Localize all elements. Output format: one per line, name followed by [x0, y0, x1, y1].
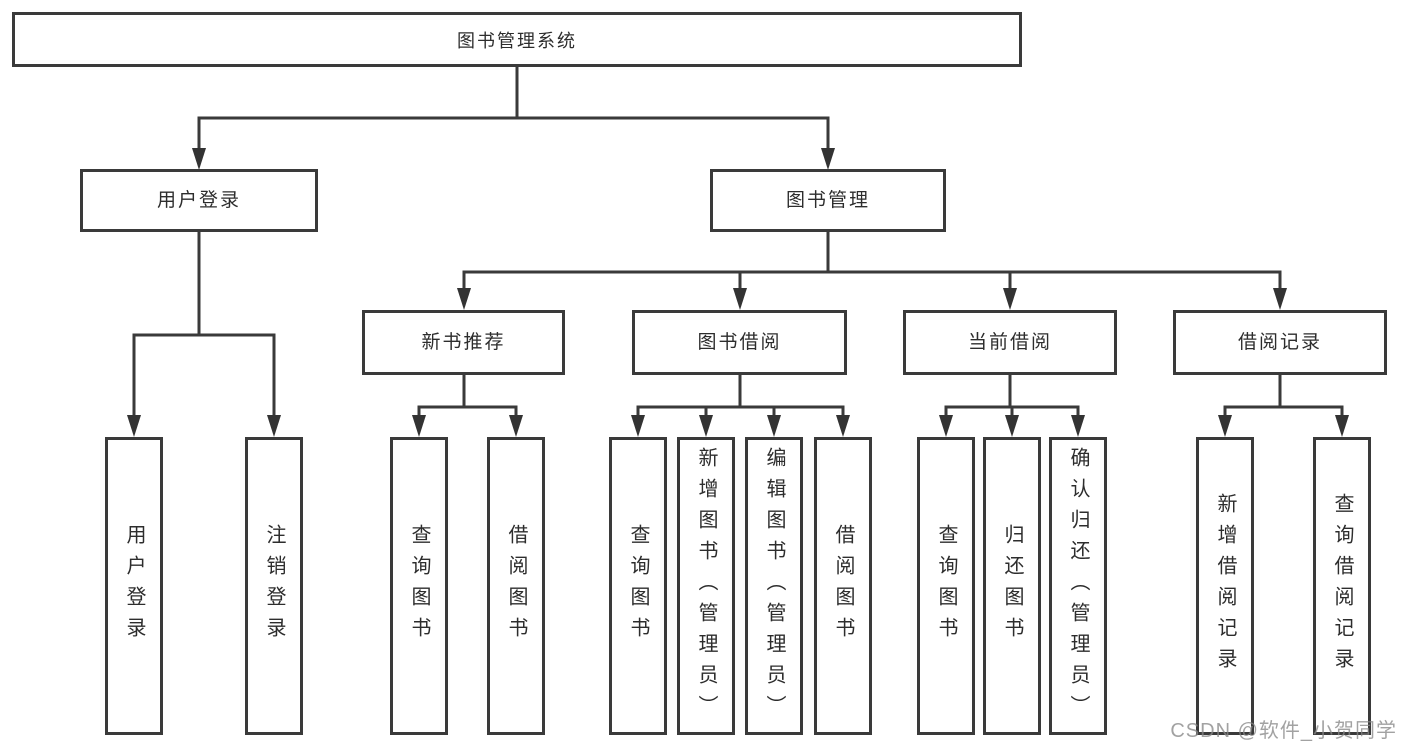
arrowhead-icon	[1003, 288, 1017, 310]
leaf-query-books-recommend: 查询图书	[390, 437, 448, 735]
arrowhead-icon	[1005, 415, 1019, 437]
arrowhead-icon	[939, 415, 953, 437]
node-new-book-recommend: 新书推荐	[362, 310, 565, 375]
leaf-add-borrow-record: 新增借阅记录	[1196, 437, 1254, 735]
arrowhead-icon	[767, 415, 781, 437]
connector-root-to-level2	[197, 67, 830, 152]
leaf-logout: 注销登录	[245, 437, 303, 735]
node-book-borrowing: 图书借阅	[632, 310, 847, 375]
connector-user-login-to-leaves	[132, 232, 276, 419]
arrowhead-icon	[509, 415, 523, 437]
leaf-query-books-borrowing: 查询图书	[609, 437, 667, 735]
arrowhead-icon	[836, 415, 850, 437]
connector-new-book-recommend-to-leaves	[417, 375, 518, 419]
node-library-management-system: 图书管理系统	[12, 12, 1022, 67]
arrowhead-icon	[457, 288, 471, 310]
arrowhead-icon	[127, 415, 141, 437]
leaf-user-login: 用户登录	[105, 437, 163, 735]
arrowhead-icon	[1273, 288, 1287, 310]
node-user-login: 用户登录	[80, 169, 318, 232]
leaf-confirm-return-admin: 确认归还（管理员）	[1049, 437, 1107, 735]
arrowhead-icon	[412, 415, 426, 437]
arrowhead-icon	[821, 148, 835, 170]
node-current-borrowing: 当前借阅	[903, 310, 1117, 375]
arrowhead-icon	[1218, 415, 1232, 437]
leaf-borrow-books-borrowing: 借阅图书	[814, 437, 872, 735]
leaf-edit-books-admin: 编辑图书（管理员）	[745, 437, 803, 735]
node-borrowing-records: 借阅记录	[1173, 310, 1387, 375]
leaf-add-books-admin: 新增图书（管理员）	[677, 437, 735, 735]
connector-current-borrowing-to-leaves	[944, 375, 1080, 419]
arrowhead-icon	[1071, 415, 1085, 437]
connector-book-borrowing-to-leaves	[636, 375, 845, 419]
connector-book-management-to-level3	[462, 232, 1282, 292]
arrowhead-icon	[192, 148, 206, 170]
arrowhead-icon	[699, 415, 713, 437]
watermark-text: CSDN @软件_小贺同学	[1170, 720, 1397, 742]
leaf-query-books-current: 查询图书	[917, 437, 975, 735]
arrowhead-icon	[631, 415, 645, 437]
node-book-management: 图书管理	[710, 169, 946, 232]
arrowhead-icon	[267, 415, 281, 437]
leaf-borrow-books-recommend: 借阅图书	[487, 437, 545, 735]
leaf-return-books: 归还图书	[983, 437, 1041, 735]
arrowhead-icon	[1335, 415, 1349, 437]
leaf-query-borrow-record: 查询借阅记录	[1313, 437, 1371, 735]
arrowhead-icon	[733, 288, 747, 310]
connector-borrowing-records-to-leaves	[1223, 375, 1344, 419]
